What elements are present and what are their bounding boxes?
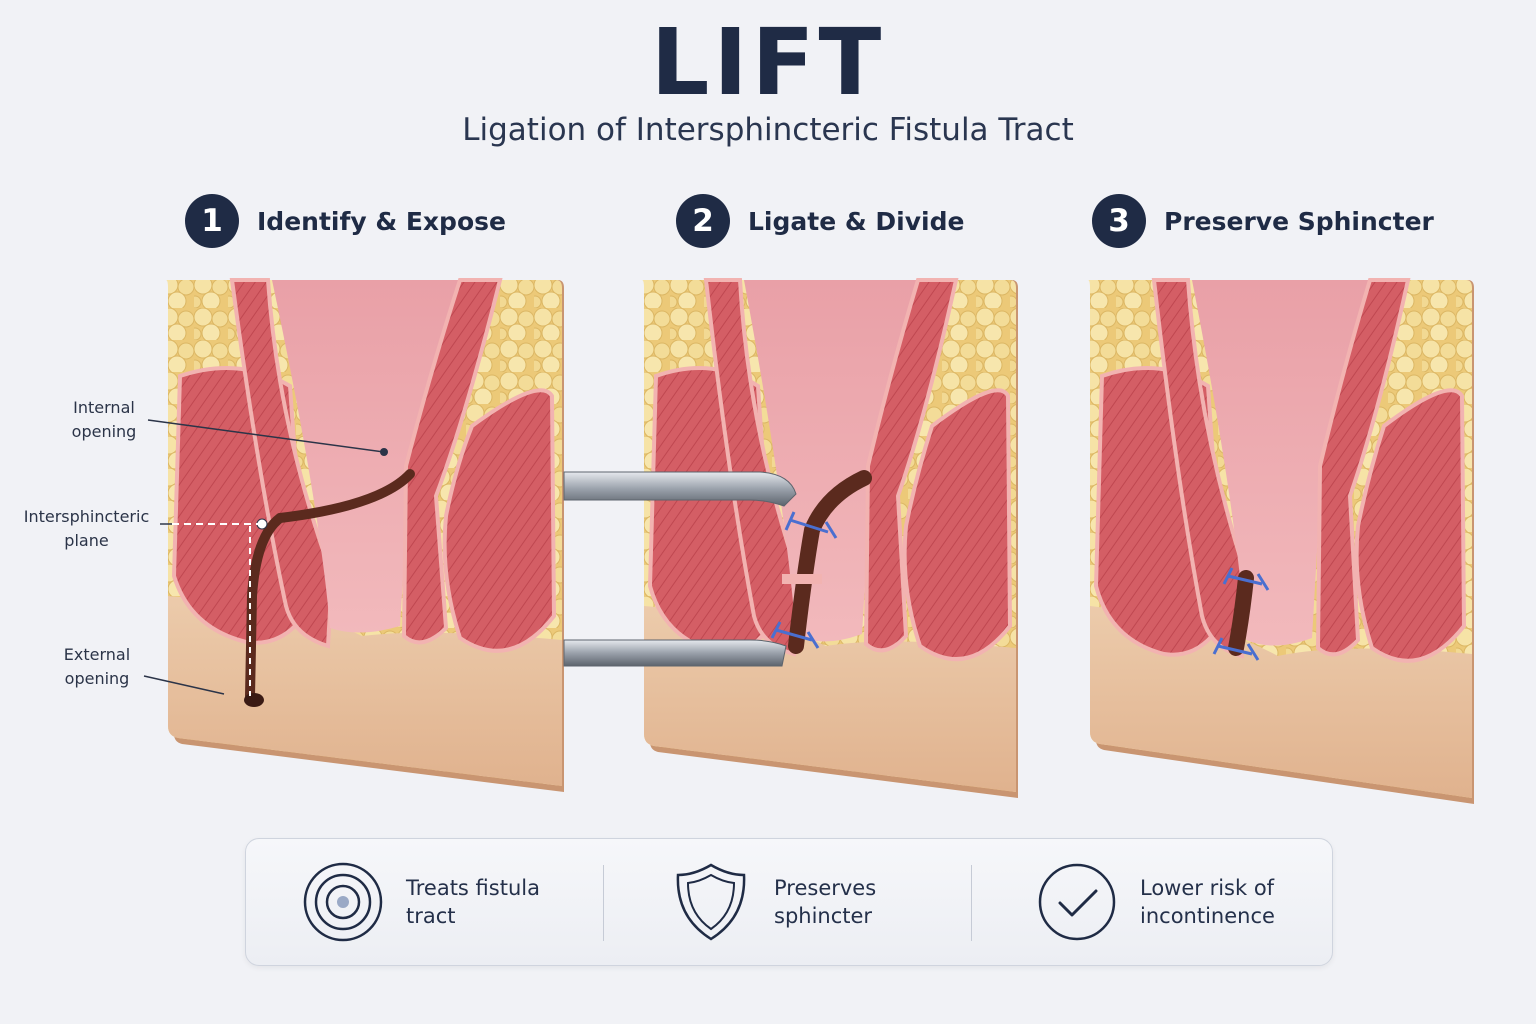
internal-sphincter-left [229,278,335,649]
step-3-anatomy-diagram [1088,278,1474,804]
step-3-header: 3 Preserve Sphincter [1092,194,1434,248]
benefit-1-label: Treats fistula tract [406,876,540,928]
suture-ligature-upper [1222,567,1270,591]
anal-canal-lumen [272,280,460,633]
label-external-opening: External opening [63,645,131,688]
label-internal-opening: Internal opening [71,398,137,441]
step-3-title: Preserve Sphincter [1164,206,1434,236]
step-2-number-badge: 2 [676,194,730,248]
retractor-lower [563,639,787,667]
benefit-lower-incontinence-risk: Lower risk of incontinence [1036,839,1315,965]
external-sphincter-right [1354,388,1467,663]
annotation-leader-lines [143,419,385,695]
leader-internal-opening [147,419,385,453]
suture-ligature-lower [770,621,820,649]
anal-canal-lumen [744,280,918,642]
step-1-header: 1 Identify & Expose [185,194,506,248]
division-gap [782,574,822,584]
target-icon [303,862,383,942]
leader-external-opening [143,675,225,695]
external-opening-marker [244,693,264,707]
page-title: LIFT [650,9,886,116]
internal-sphincter-right [1315,278,1411,657]
benefit-treats-fistula: Treats fistula tract [302,839,581,965]
check-circle-icon [1038,863,1116,941]
benefit-divider [603,865,604,941]
external-sphincter-right [902,388,1013,662]
suture-ligature-lower [1212,637,1260,661]
retractor-instruments [563,471,797,667]
page-subtitle: Ligation of Intersphincteric Fistula Tra… [462,112,1074,148]
internal-sphincter-right [863,278,959,653]
step-1-number-badge: 1 [185,194,239,248]
step-3-number-badge: 3 [1092,194,1146,248]
external-sphincter-right [442,388,557,653]
retractor-upper [563,471,797,507]
internal-sphincter-right [401,278,503,645]
step-2-title: Ligate & Divide [748,206,965,236]
benefit-3-label: Lower risk of incontinence [1140,876,1275,928]
suture-ligature-upper [784,511,838,539]
benefits-panel: Treats fistula tract Preserves sphincter… [245,838,1333,966]
fistula-tract-ligated [1228,570,1254,656]
fistula-tract [245,469,415,701]
benefit-2-label: Preserves sphincter [774,876,877,928]
step-2-header: 2 Ligate & Divide [676,194,964,248]
step-1-title: Identify & Expose [257,206,506,236]
benefit-preserves-sphincter: Preserves sphincter [670,839,949,965]
anal-canal-lumen [1192,280,1370,646]
benefit-divider [971,865,972,941]
fistula-tract-divided [788,470,872,654]
shield-icon [676,863,746,941]
label-intersphincteric-plane: Intersphincteric plane [23,507,150,550]
step-1-anatomy-diagram [166,278,564,792]
